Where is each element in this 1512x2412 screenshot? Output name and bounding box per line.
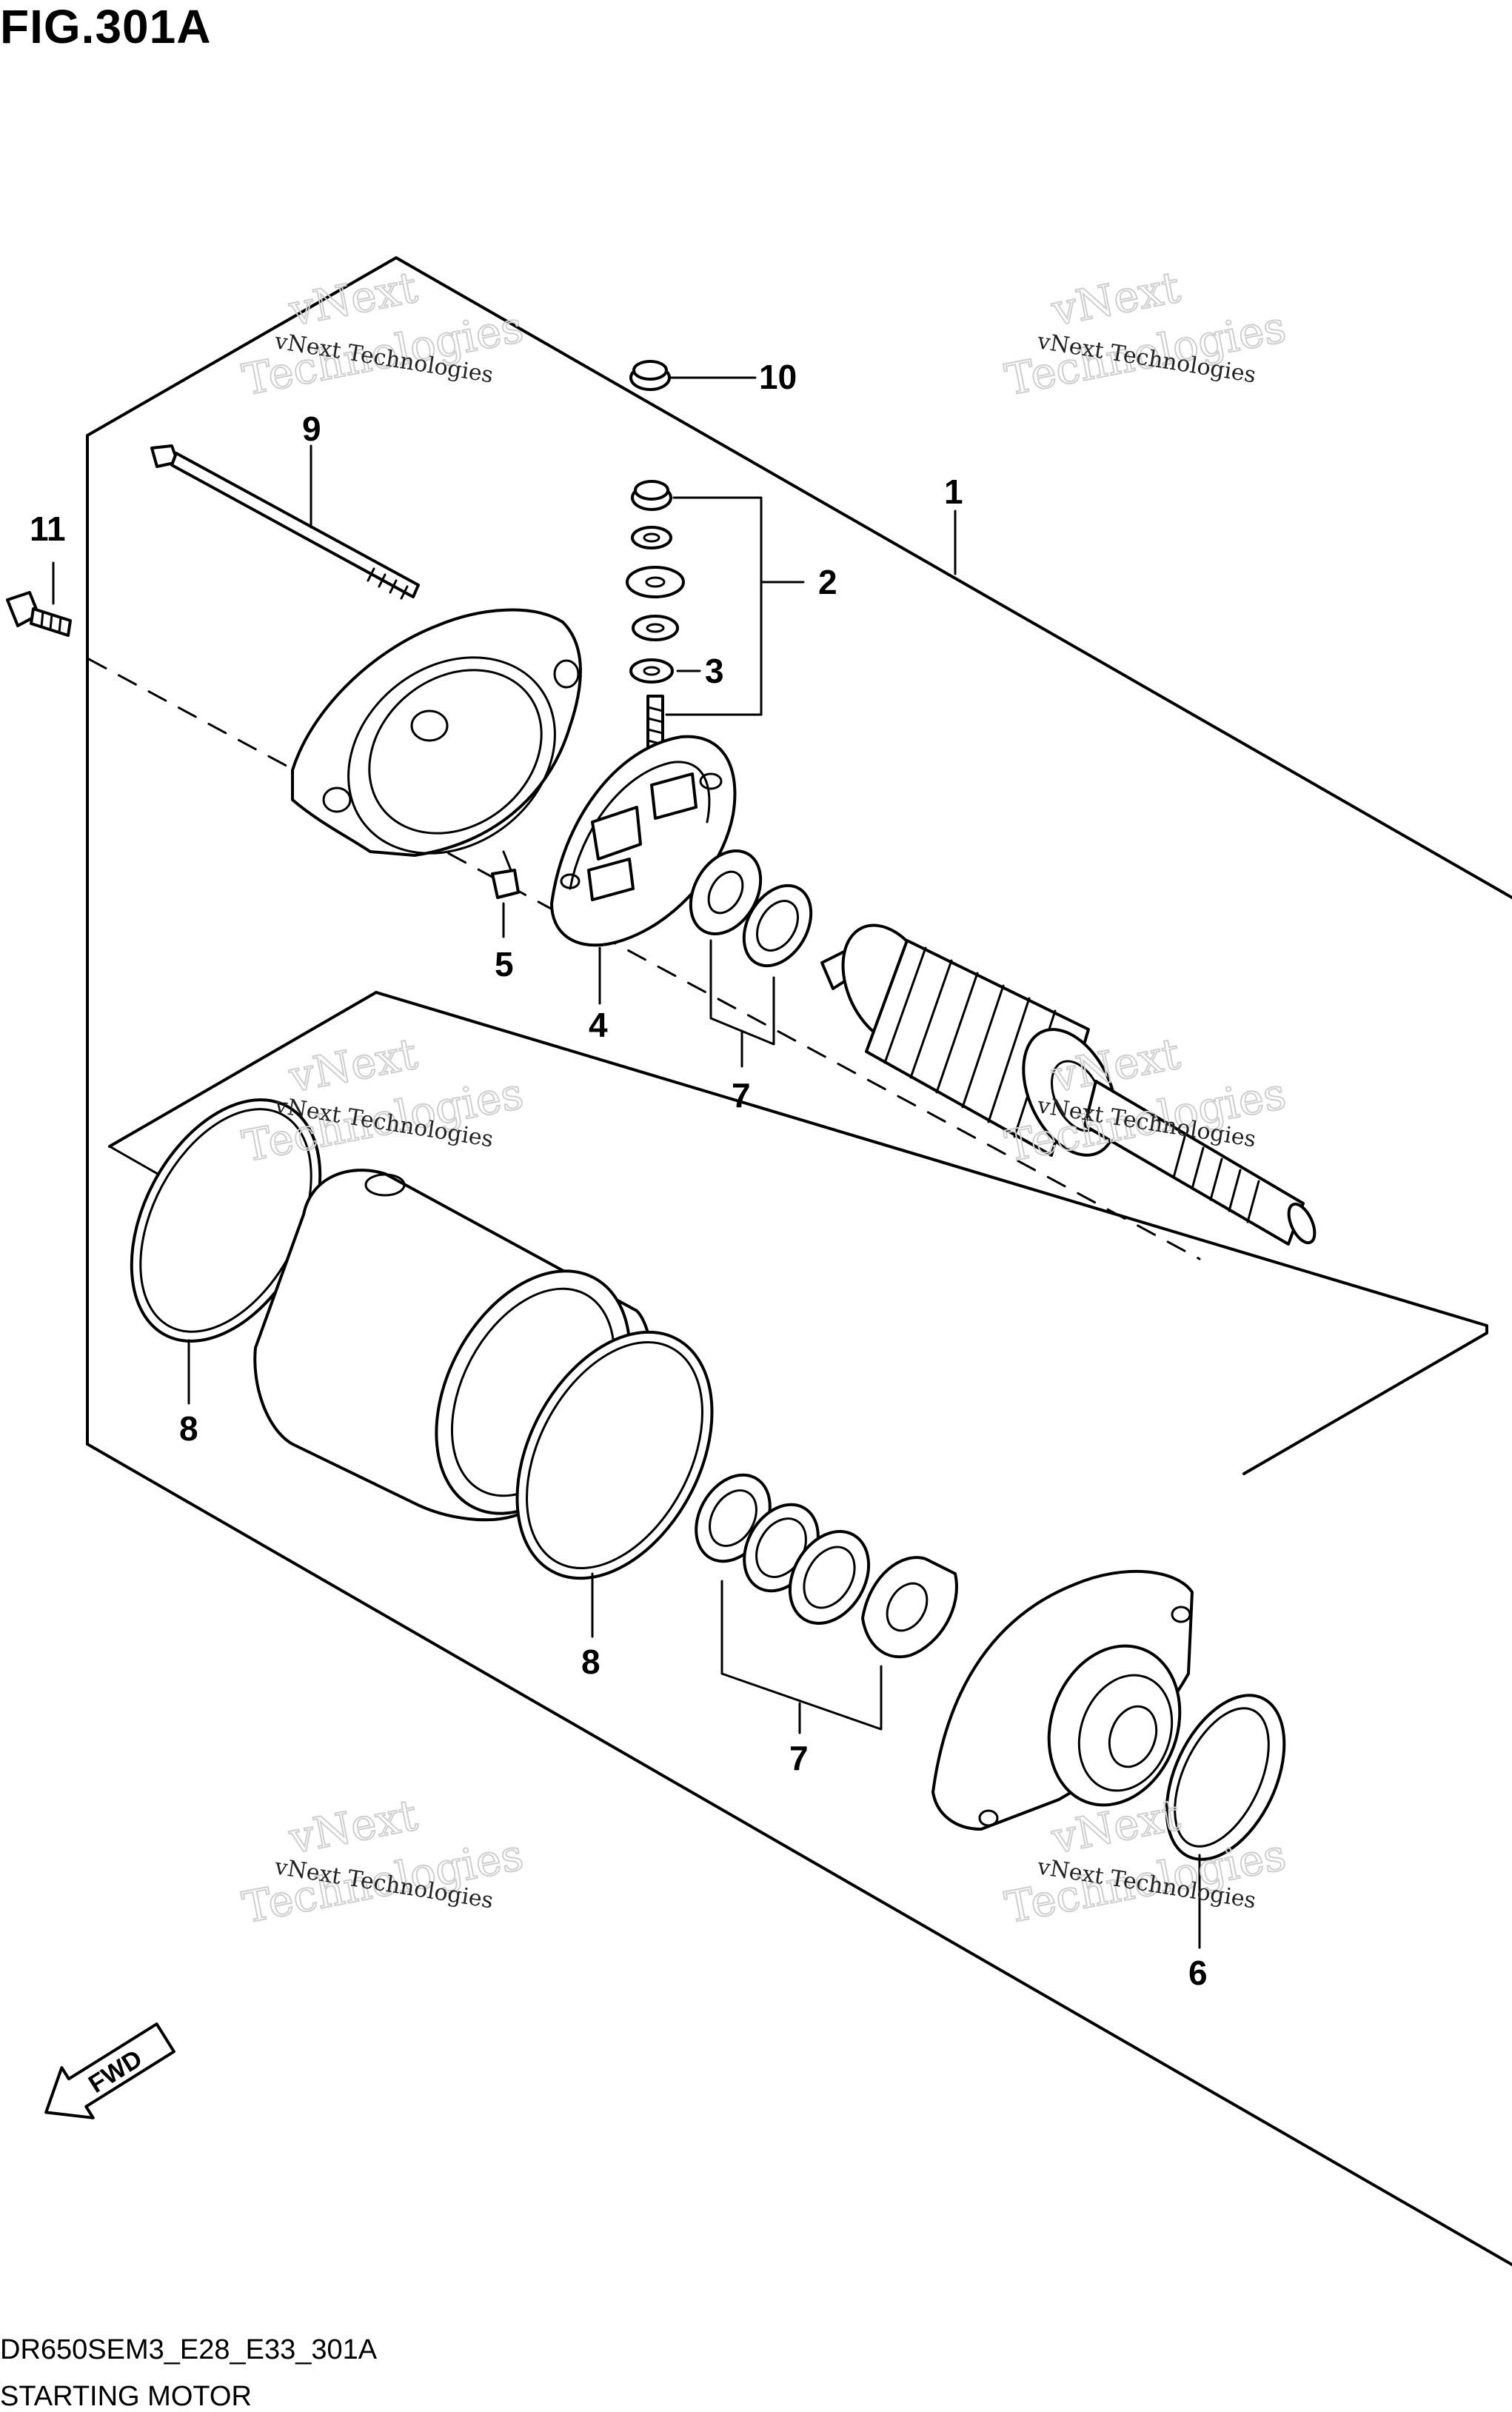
assembly-frame <box>86 256 1512 2266</box>
callout-8-middle: 8 <box>581 1643 601 1681</box>
fwd-arrow-icon: FWD <box>44 2022 175 2119</box>
armature <box>820 923 1317 1246</box>
callout-5: 5 <box>495 945 514 983</box>
callout-11: 11 <box>30 510 66 548</box>
nut-part-10 <box>629 360 671 391</box>
o-ring-part-8-middle <box>515 1330 714 1580</box>
callout-9: 9 <box>302 410 321 448</box>
callout-1: 1 <box>944 472 963 511</box>
callout-6: 6 <box>1188 1954 1208 1992</box>
figure-title: FIG.301A <box>0 0 211 53</box>
bolt-part-11 <box>6 591 72 637</box>
clip-part-5 <box>491 850 520 899</box>
washers-part-7-upper <box>689 849 813 968</box>
footer-description: STARTING MOTOR <box>0 2381 252 2412</box>
through-bolt-part-9 <box>150 444 420 600</box>
front-end-cover <box>931 1569 1194 1831</box>
brush-holder-part-4 <box>550 735 737 947</box>
callout-3: 3 <box>705 652 724 690</box>
callout-4: 4 <box>589 1006 608 1044</box>
callout-7-lower: 7 <box>789 1739 809 1777</box>
rear-end-cover <box>291 608 582 857</box>
callout-2: 2 <box>818 563 837 601</box>
oil-seal-part-6 <box>1165 1694 1286 1861</box>
callout-8-left: 8 <box>179 1409 198 1448</box>
callout-10: 10 <box>759 358 797 396</box>
washers-part-7-lower <box>695 1473 958 1659</box>
washer-stack-part-2 <box>626 480 685 764</box>
callout-7-upper: 7 <box>732 1076 751 1115</box>
footer-code: DR650SEM3_E28_E33_301A <box>0 2334 378 2365</box>
